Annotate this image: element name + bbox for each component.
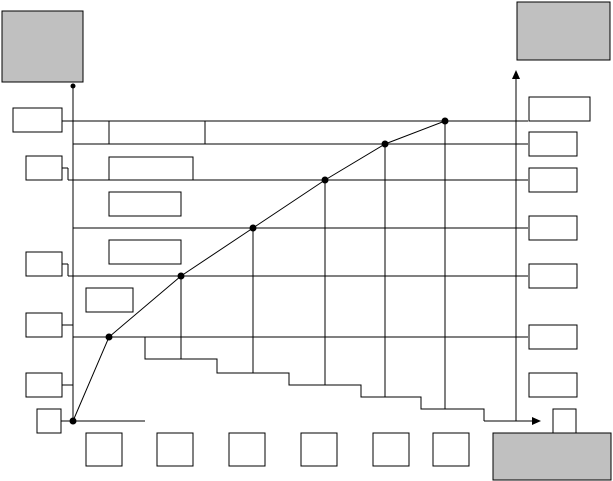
left-box-6 <box>36 408 62 434</box>
left-box-5 <box>25 372 63 398</box>
right-axis-arrow <box>512 70 520 79</box>
left-box-1 <box>12 107 63 133</box>
left-box-3 <box>25 251 63 277</box>
corner-box-top-left <box>1 10 84 83</box>
bottom-box-4 <box>300 432 338 467</box>
staircase <box>144 337 485 421</box>
curve-node-1 <box>69 417 77 425</box>
bottom-box-2 <box>156 432 194 467</box>
right-box-8 <box>552 408 577 434</box>
bottom-box-1 <box>85 432 123 467</box>
bottom-box-3 <box>228 432 266 467</box>
curve-node-3 <box>177 272 185 280</box>
curve-node-5 <box>321 176 329 184</box>
right-box-4 <box>528 215 578 241</box>
right-box-1 <box>528 96 591 122</box>
baseline-arrow <box>532 417 541 425</box>
right-box-3 <box>528 167 578 193</box>
inner-box-3 <box>108 239 182 265</box>
right-box-7 <box>528 372 578 398</box>
curve-node-4 <box>249 224 257 232</box>
corner-box-top-right <box>516 1 611 61</box>
bottom-box-5 <box>372 432 410 467</box>
curve-node-7 <box>441 117 449 125</box>
left-box-4 <box>25 312 63 338</box>
corner-box-bottom-right <box>492 432 612 481</box>
inner-box-1 <box>108 156 194 181</box>
inner-box-2 <box>108 191 182 217</box>
curve-node-2 <box>105 333 113 341</box>
right-box-2 <box>528 131 578 157</box>
bottom-box-6 <box>432 432 470 467</box>
left-box-2 <box>25 155 63 181</box>
right-box-6 <box>528 324 578 350</box>
right-box-5 <box>528 263 578 289</box>
inner-box-4 <box>85 287 134 313</box>
left-axis-end-dot <box>70 83 76 89</box>
curve-node-6 <box>381 140 389 148</box>
